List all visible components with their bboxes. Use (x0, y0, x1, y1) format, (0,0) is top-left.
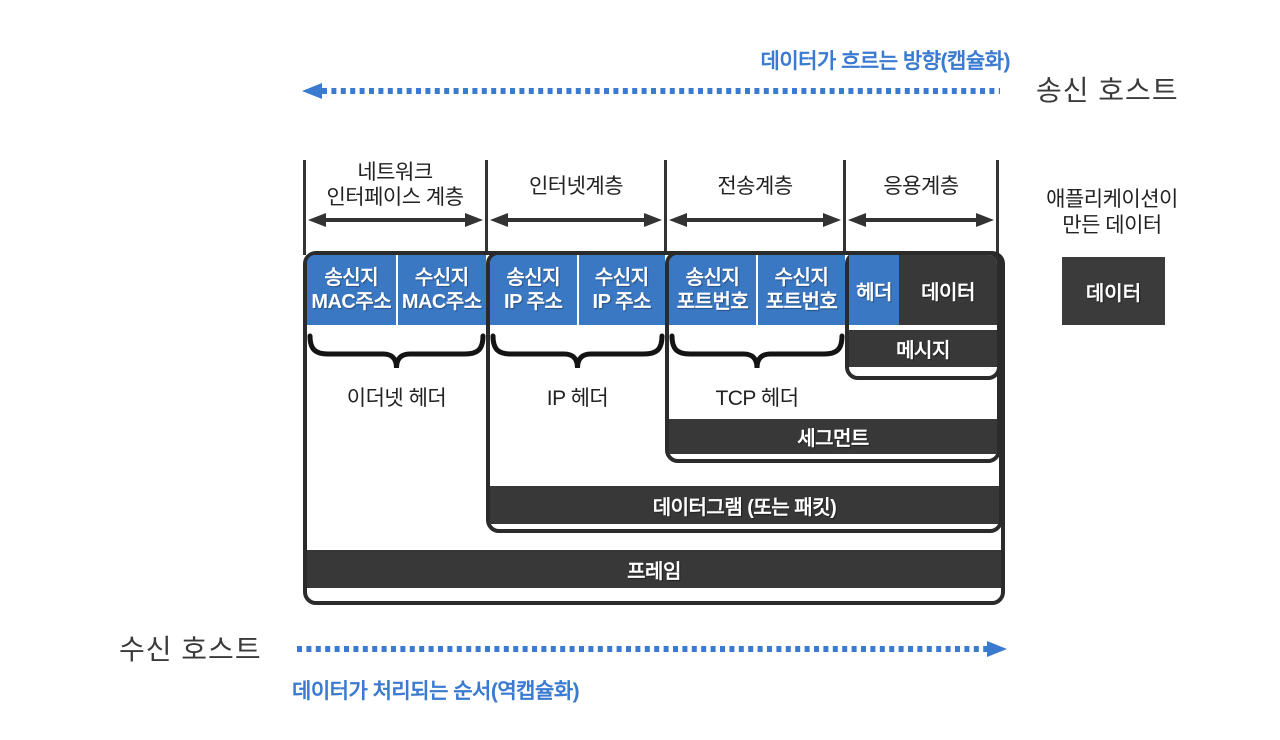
application-data-note: 애플리케이션이 만든 데이터 (1046, 188, 1178, 238)
segment-bar: 세그먼트 (669, 419, 997, 454)
layer-tick (843, 160, 846, 255)
frame-bar: 프레임 (307, 550, 1001, 588)
decapsulation-arrow-icon (297, 641, 1007, 657)
layer-header-transport: 전송계층 (717, 175, 793, 198)
encapsulation-arrow-icon (302, 83, 1000, 99)
decapsulation-flow-label: 데이터가 처리되는 순서(역캡슐화) (292, 680, 580, 703)
layer-tick (485, 160, 488, 255)
tcp-header-label: TCP 헤더 (715, 387, 799, 410)
source-port-field: 송신지 포트번호 (669, 255, 756, 325)
tcp-brace-icon (669, 333, 845, 369)
layer-tick (664, 160, 667, 255)
message-header-cell: 헤더 (849, 255, 899, 325)
layer-tick (303, 160, 306, 255)
ethernet-brace-icon (307, 333, 486, 369)
message-bar: 메시지 (849, 330, 997, 367)
datagram-bar: 데이터그램 (또는 패킷) (490, 486, 999, 524)
ip-address-fields: 송신지 IP 주소 수신지 IP 주소 (490, 255, 665, 325)
source-mac-field: 송신지 MAC주소 (307, 255, 396, 325)
ip-brace-icon (490, 333, 665, 369)
layer-header-internet: 인터넷계층 (528, 175, 624, 198)
application-data-box: 데이터 (1062, 257, 1165, 325)
receiver-host-label: 수신 호스트 (119, 634, 262, 665)
encapsulation-flow-label: 데이터가 흐르는 방향(캡슐화) (760, 50, 1011, 73)
message-data-cell: 데이터 (899, 255, 997, 325)
dest-mac-field: 수신지 MAC주소 (397, 255, 486, 325)
layer-span-arrows-icon (308, 213, 994, 227)
sender-host-label: 송신 호스트 (1036, 75, 1179, 106)
layer-header-application: 응용계층 (883, 175, 959, 198)
dest-port-field: 수신지 포트번호 (758, 255, 845, 325)
message-top-row: 헤더 데이터 (849, 255, 997, 325)
ethernet-header-label: 이더넷 헤더 (346, 387, 447, 410)
layer-tick (996, 160, 999, 255)
mac-address-fields: 송신지 MAC주소 수신지 MAC주소 (307, 255, 486, 325)
source-ip-field: 송신지 IP 주소 (490, 255, 577, 325)
dest-ip-field: 수신지 IP 주소 (578, 255, 665, 325)
ip-header-label: IP 헤더 (546, 387, 609, 410)
port-number-fields: 송신지 포트번호 수신지 포트번호 (669, 255, 845, 325)
layer-header-network-interface: 네트워크 인터페이스 계층 (326, 161, 464, 209)
